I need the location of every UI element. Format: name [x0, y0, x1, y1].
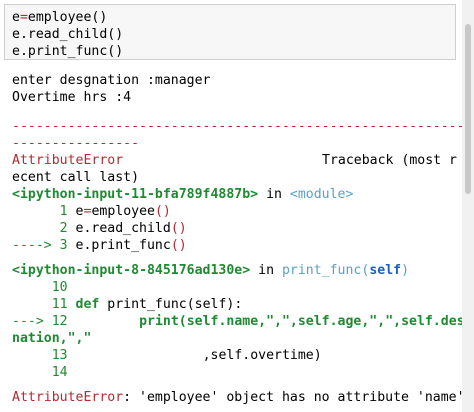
error-type: AttributeError [12, 153, 124, 168]
frame1-line-3: ----> 3 e.print_func() [12, 237, 187, 254]
final-error-line: AttributeError: 'employee' object has no… [12, 389, 465, 406]
frame2-in: in [250, 263, 282, 278]
frame1-module: <module> [289, 187, 354, 202]
code-parens: () [154, 204, 171, 219]
frame1-header: <ipython-input-11-bfa789f4887b> in <modu… [12, 186, 353, 203]
output-prompt-line: enter desgnation :manager [12, 73, 211, 88]
code-parens: () [170, 221, 187, 236]
code-line-2[interactable]: e.read_child() [12, 27, 124, 42]
scrollbar-thumb[interactable] [465, 24, 471, 194]
frame2-line-12: ---> 12 print(self.name,",",self.age,","… [12, 313, 474, 330]
output-overtime-line: Overtime hrs :4 [12, 90, 132, 105]
frame2-header: <ipython-input-8-845176ad130e> in print_… [12, 262, 409, 279]
code-call: e.read_child [75, 221, 171, 236]
code-call: employee [91, 204, 155, 219]
code-var: e [75, 204, 84, 219]
traceback-label: Traceback (most r [322, 153, 457, 168]
code-parens: () [170, 238, 187, 253]
frame2-file: <ipython-input-8-845176ad130e> [12, 263, 251, 278]
frame1-in: in [258, 187, 290, 202]
traceback-label-wrap: ecent call last) [12, 170, 140, 185]
frame2-line-10: 10 [12, 280, 68, 295]
code-call: employee() [27, 10, 108, 25]
code-text: print_func(self): [99, 297, 243, 312]
frame2-line-12-wrap: nation,"," [12, 331, 92, 346]
current-line-code: print(self.name,",",self.age,",",self.de… [139, 314, 474, 329]
frame2-close-paren: ) [401, 263, 410, 278]
frame2-line-14: 14 [12, 365, 68, 380]
traceback-separator-wrap: ---------------- [12, 136, 140, 151]
line-number: 13 [12, 348, 76, 363]
code-line-1[interactable]: e=employee() [12, 9, 107, 26]
current-line-arrow: ---> 12 [12, 314, 76, 329]
line-number: 2 [12, 221, 76, 236]
code-operator: = [83, 204, 92, 219]
frame1-line-2: 2 e.read_child() [12, 220, 187, 237]
indent [76, 314, 140, 329]
frame2-open-paren: ( [361, 263, 370, 278]
line-number: 1 [12, 204, 76, 219]
final-error-message: : 'employee' object has no attribute 'na… [123, 390, 465, 405]
keyword: def [75, 297, 100, 312]
frame2-func: print_func [281, 263, 362, 278]
frame2-line-11: 11 def print_func(self): [12, 296, 243, 313]
traceback-separator: ----------------------------------------… [12, 119, 474, 134]
final-error-type: AttributeError [12, 390, 124, 405]
frame1-file: <ipython-input-11-bfa789f4887b> [12, 187, 259, 202]
code-input-cell[interactable] [4, 4, 456, 60]
code-call: e.print_func [75, 238, 171, 253]
frame2-line-13: 13 ,self.overtime) [12, 347, 322, 364]
line-number: 11 [12, 297, 76, 312]
frame1-line-1: 1 e=employee() [12, 203, 171, 220]
frame2-self: self [369, 263, 402, 278]
current-line-arrow: ----> 3 [12, 238, 76, 253]
code-operator: = [19, 10, 28, 25]
code-var: e [12, 10, 20, 25]
code-line-3[interactable]: e.print_func() [12, 44, 124, 59]
code-text: ,self.overtime) [75, 348, 322, 363]
